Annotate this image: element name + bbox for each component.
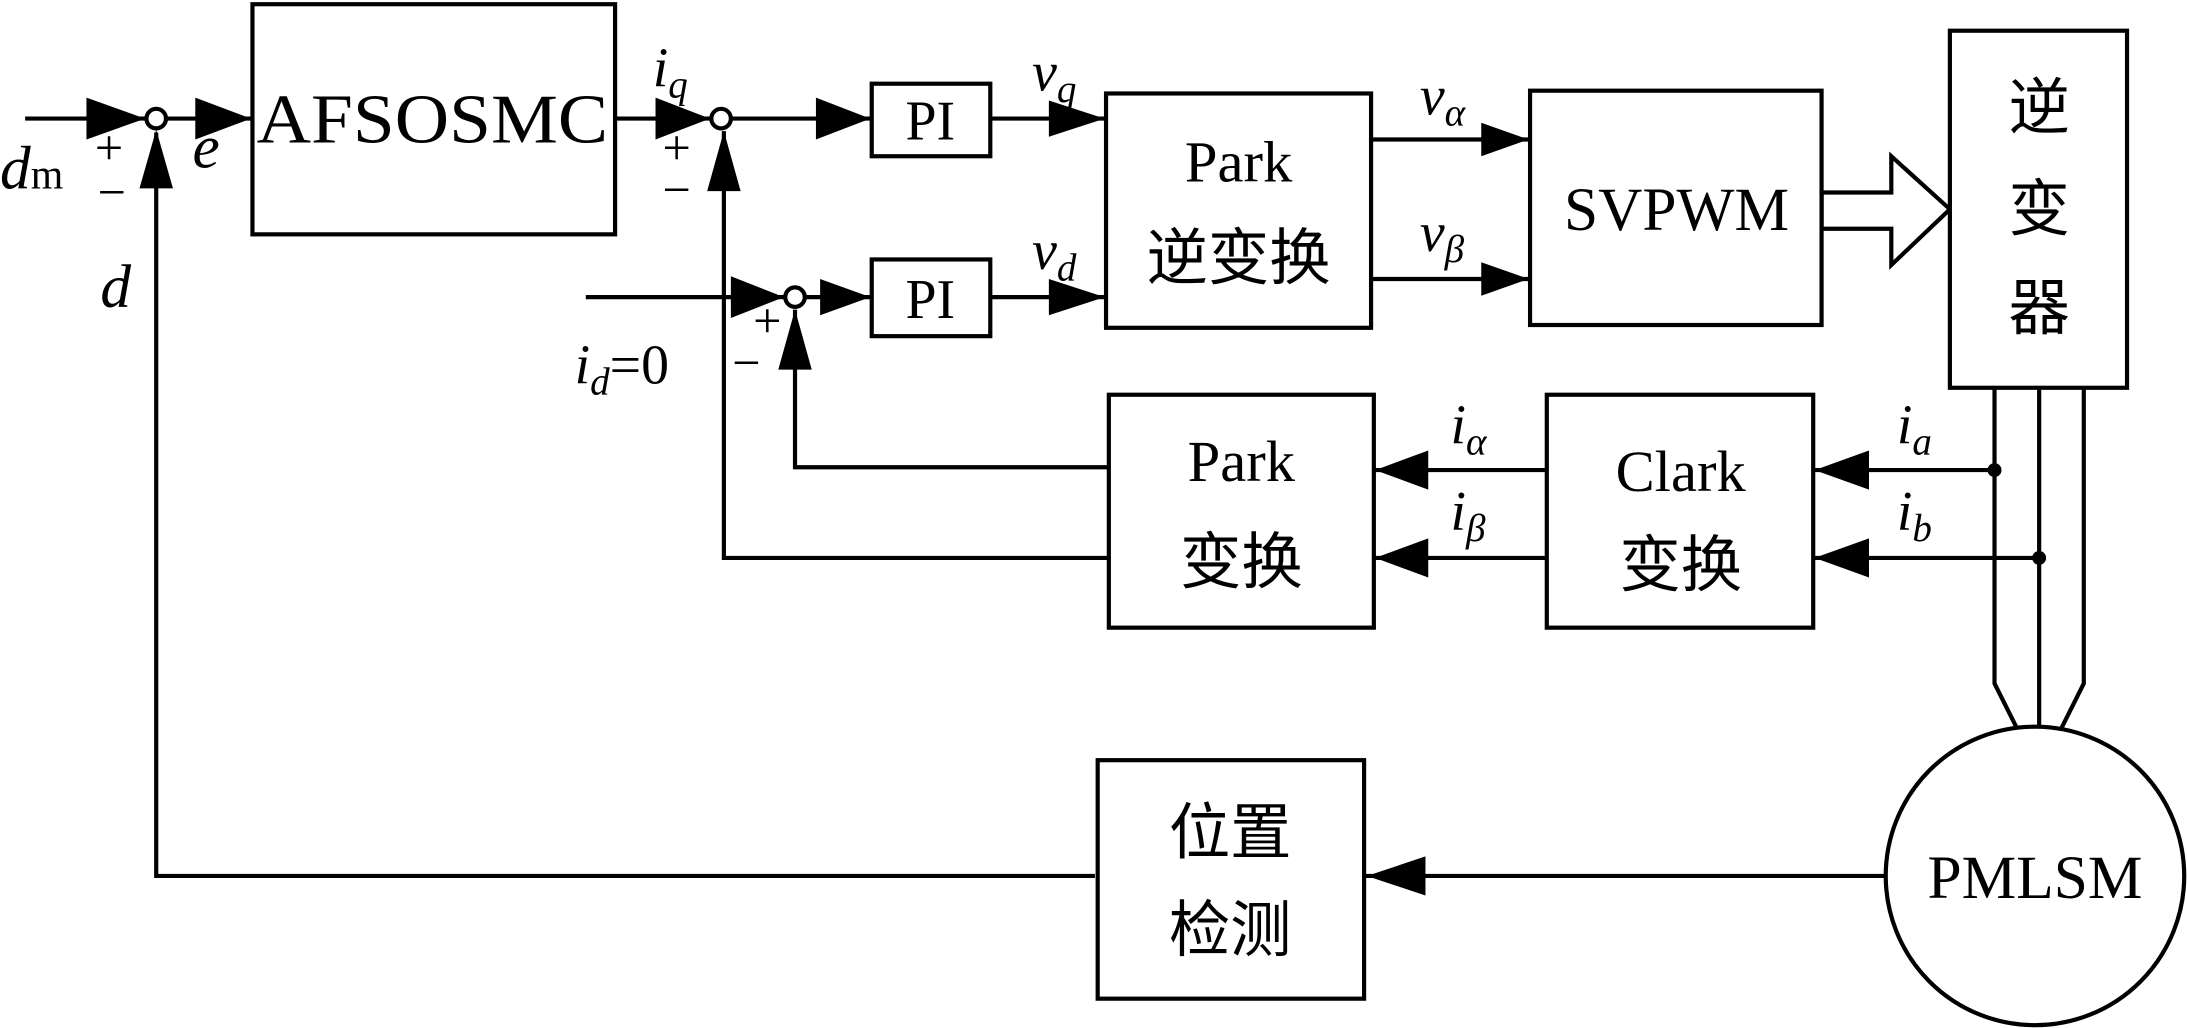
ialpha-label: iα — [1451, 395, 1488, 464]
phase-c-line — [2059, 387, 2086, 730]
d-arrowhead — [139, 129, 173, 189]
position-detection-block — [1095, 758, 1367, 1001]
pwm-hollow-arrow — [1819, 151, 1953, 270]
signal-labels: dm + − d e iq + − id=0 + − vq vd vα vβ i… — [0, 38, 1932, 551]
pi-q-label: PI — [906, 91, 956, 153]
vq-label: vq — [1032, 42, 1076, 111]
iq-feedback-arrowhead — [707, 131, 741, 192]
park-block — [1106, 392, 1376, 630]
signal-lines — [25, 97, 2086, 896]
inverse-park-label-2: 逆变换 — [1147, 225, 1331, 293]
ibeta-arrowhead — [1375, 538, 1429, 578]
vq-arrowhead — [1048, 100, 1105, 137]
ia-junction-dot — [1987, 463, 2002, 478]
inverter-block — [1947, 28, 2130, 390]
iq-feedback-line — [721, 131, 1109, 561]
phase-a-line — [1992, 387, 2019, 730]
sum1-minus: − — [98, 164, 126, 220]
sum-junction-q — [709, 106, 733, 131]
d-label: d — [100, 253, 131, 321]
ibeta-label: iβ — [1451, 481, 1487, 550]
d-feedback-line — [154, 132, 1095, 879]
pmlsm-label: PMLSM — [1928, 844, 2143, 912]
iq-arrowhead — [655, 97, 710, 140]
clark-label-1: Clark — [1616, 439, 1747, 504]
sum2-plus: + — [663, 120, 691, 176]
id-ref-arrowhead — [730, 276, 784, 319]
sum-junction-position — [144, 106, 169, 131]
vd-arrowhead — [1048, 278, 1105, 316]
ib-label: ib — [1897, 481, 1932, 550]
ib-arrowhead — [1814, 538, 1869, 578]
dm-arrowhead — [86, 97, 146, 140]
sum1-plus: + — [95, 120, 123, 176]
park-label-2: 变换 — [1180, 529, 1303, 597]
dm-label: dm — [0, 134, 63, 202]
svpwm-label: SVPWM — [1564, 176, 1789, 244]
position-label-1: 位置 — [1169, 800, 1292, 868]
ia-label: ia — [1897, 395, 1932, 464]
position-sense-arrowhead — [1366, 856, 1426, 896]
inverse-park-label-1: Park — [1185, 129, 1293, 194]
vbeta-arrowhead — [1481, 262, 1529, 296]
afsosmc-block — [250, 2, 618, 237]
pi-d-block — [869, 257, 993, 339]
valpha-arrowhead — [1481, 122, 1529, 157]
inverse-park-block — [1103, 91, 1374, 330]
ialpha-arrowhead — [1375, 450, 1429, 490]
sum3-plus: + — [753, 293, 781, 349]
e-label: e — [192, 113, 219, 181]
e-arrowhead — [195, 97, 252, 140]
inverter-label-2: 变 — [2008, 176, 2069, 244]
sum-junction-d — [783, 285, 807, 309]
park-label-1: Park — [1188, 429, 1296, 494]
clark-label-2: 变换 — [1619, 532, 1742, 600]
svpwm-block — [1527, 88, 1824, 328]
inverter-label-3: 器 — [2008, 275, 2069, 343]
pi-q-block — [869, 81, 993, 159]
id-label: id=0 — [575, 335, 669, 404]
pi-d-label: PI — [906, 269, 956, 331]
sum3-minus: − — [732, 334, 760, 390]
valpha-label: vα — [1420, 65, 1467, 134]
ib-junction-dot — [2032, 550, 2047, 565]
vbeta-label: vβ — [1420, 202, 1465, 271]
vd-label: vd — [1032, 220, 1077, 289]
iq-label: iq — [653, 38, 688, 107]
afsosmc-label: AFSOSMC — [257, 81, 608, 158]
clark-block — [1544, 392, 1816, 630]
q-error-arrowhead — [815, 97, 871, 140]
ia-arrowhead — [1814, 450, 1869, 490]
pmlsm-motor — [1883, 724, 2187, 1028]
id-feedback-arrowhead — [778, 309, 812, 370]
sum2-minus: − — [663, 161, 691, 217]
position-label-2: 检测 — [1169, 897, 1292, 965]
d-error-arrowhead — [820, 278, 871, 316]
inverter-label-1: 逆 — [2008, 74, 2069, 142]
